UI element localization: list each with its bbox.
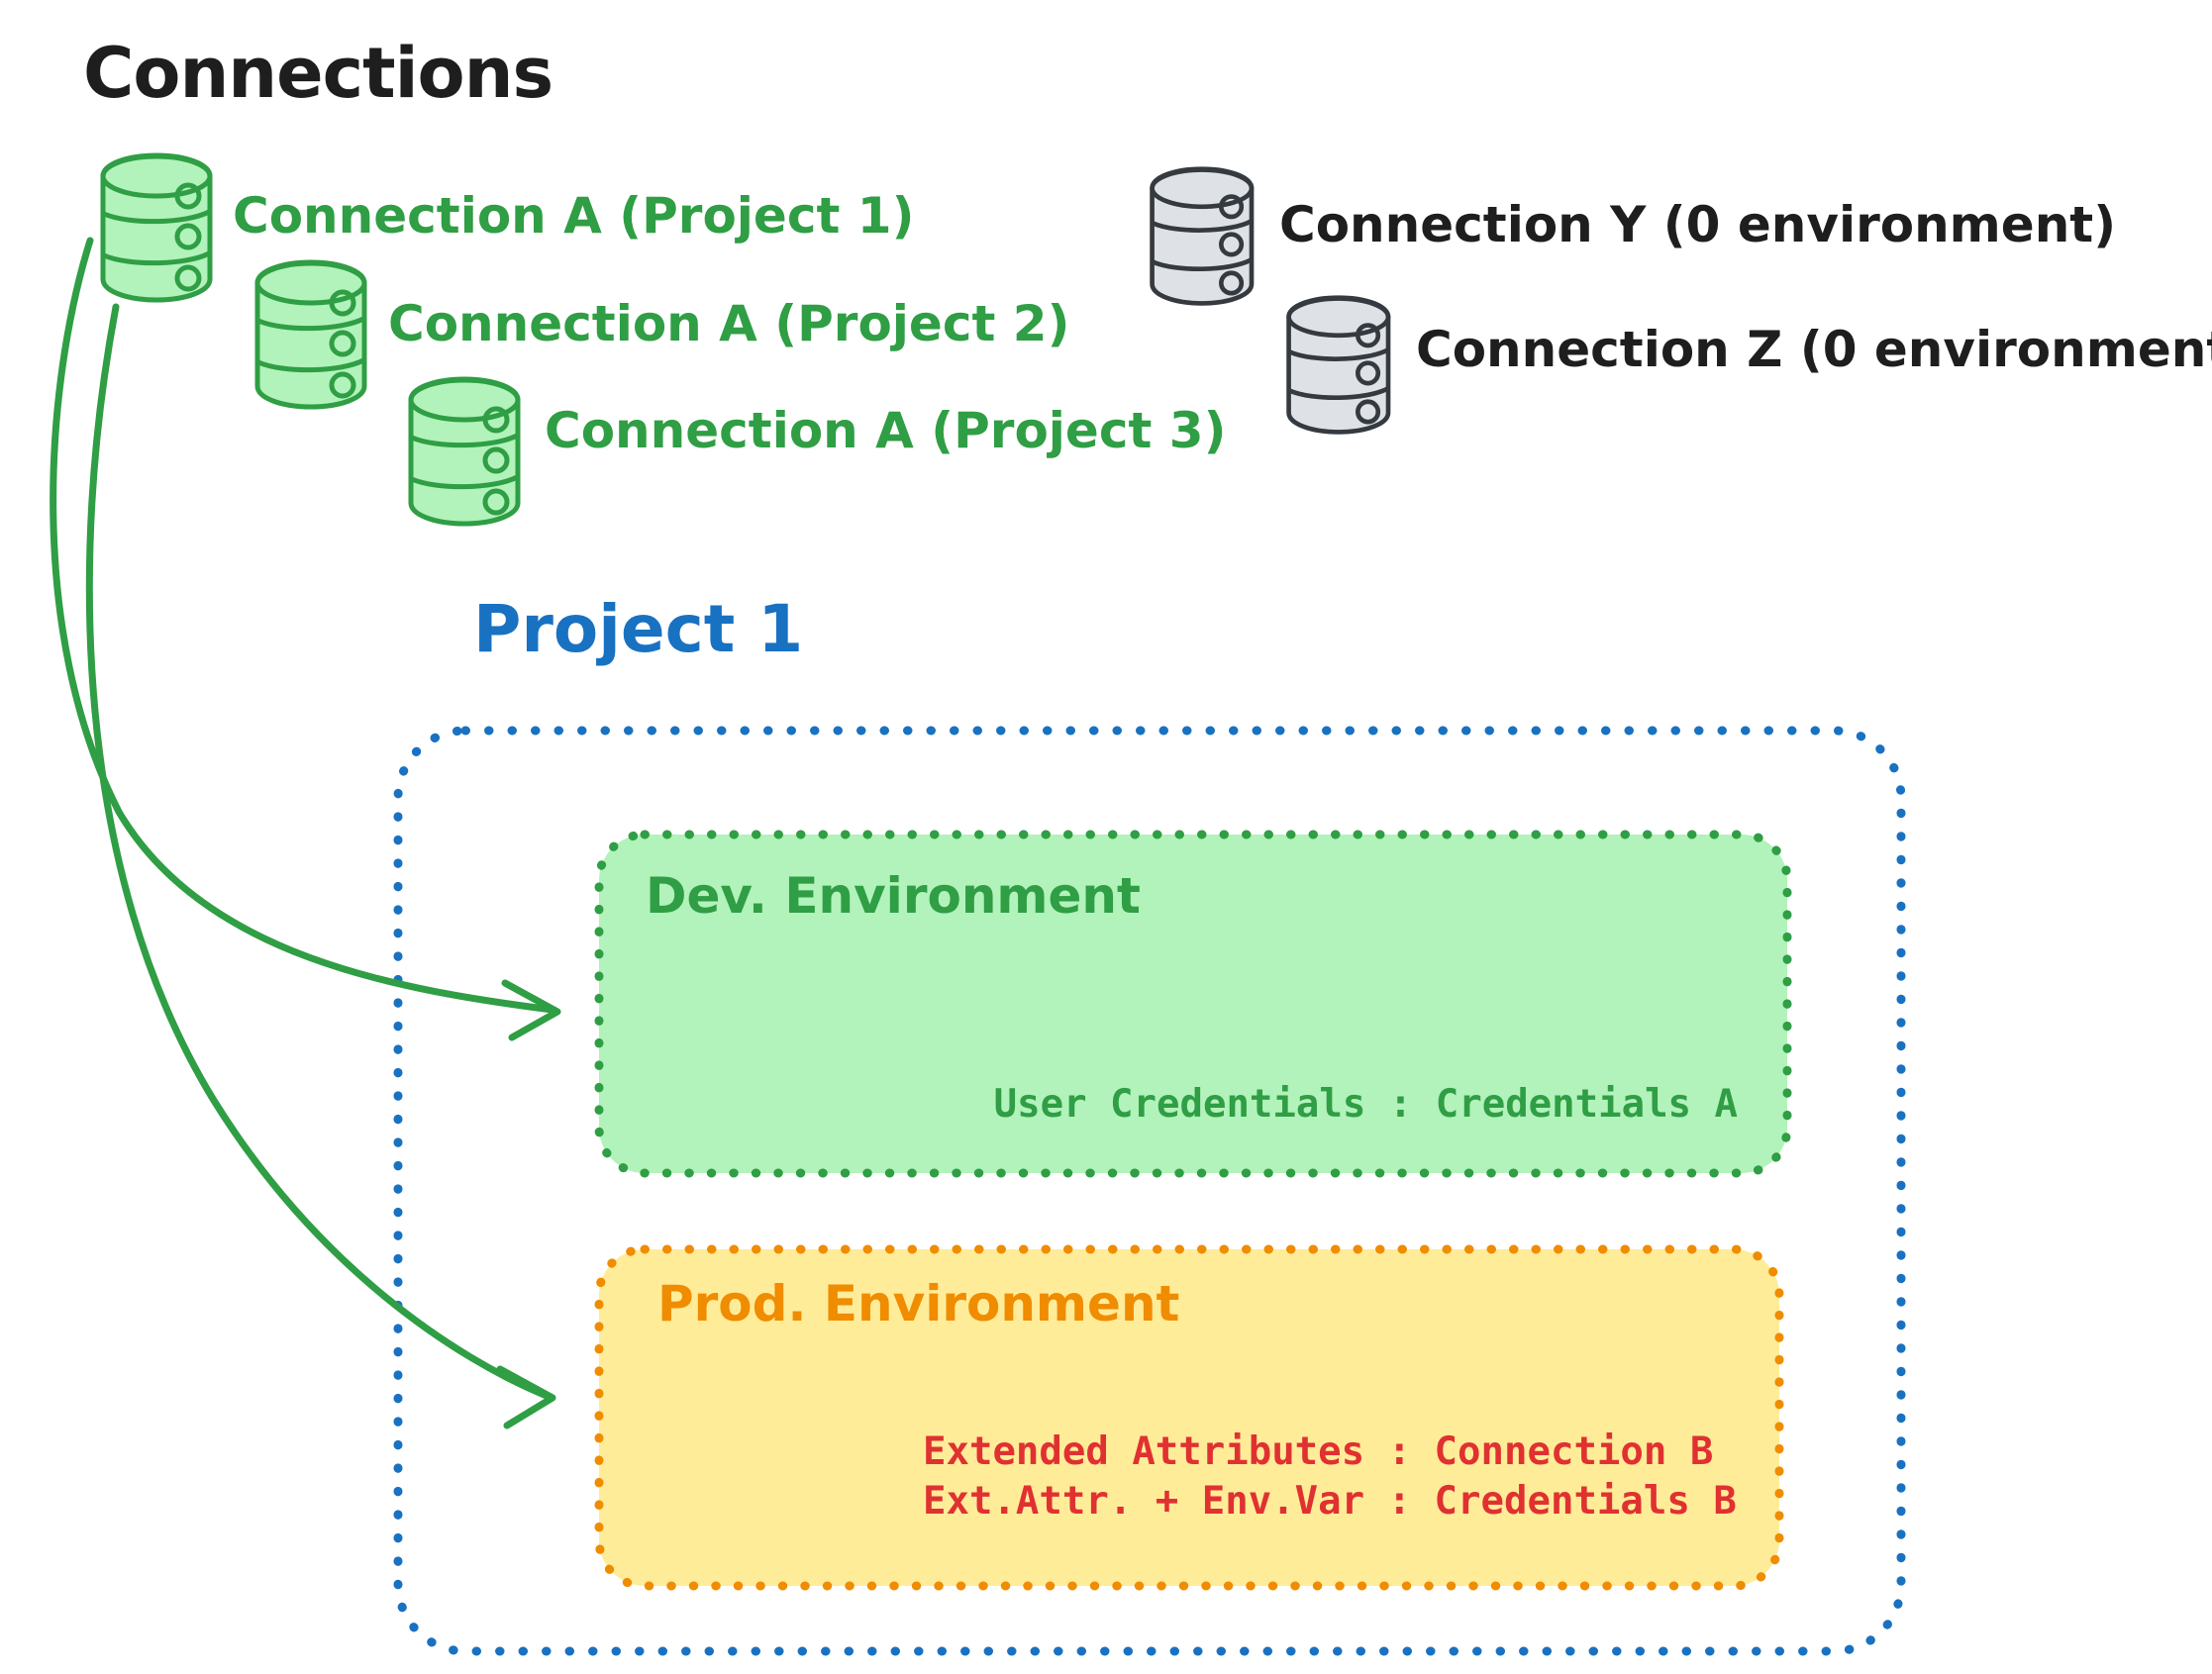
- prod-environment-title: Prod. Environment: [657, 1275, 1180, 1332]
- dev-environment-box: [594, 830, 1792, 1178]
- database-icon: [1289, 298, 1388, 433]
- connection-y-label: Connection Y (0 environment): [1279, 196, 2117, 253]
- database-icon: [257, 262, 364, 407]
- prod-environment-box: [594, 1244, 1784, 1591]
- connection-a-project-3-label: Connection A (Project 3): [545, 402, 1227, 459]
- prod-ext-attr-env-var-line: Ext.Attr. + Env.Var : Credentials B: [923, 1479, 1737, 1524]
- arrow-to-dev-environment: [50, 237, 561, 1041]
- dev-credentials-line: User Credentials : Credentials A: [993, 1082, 1738, 1127]
- page-title: Connections: [83, 33, 553, 114]
- database-icon: [103, 155, 210, 300]
- database-icon: [411, 379, 518, 524]
- connection-z-label: Connection Z (0 environment): [1416, 321, 2212, 378]
- connection-a-project-2-label: Connection A (Project 2): [388, 295, 1070, 352]
- project-1-title: Project 1: [473, 591, 804, 667]
- arrow-to-prod-environment: [85, 303, 556, 1429]
- prod-extended-attributes-line: Extended Attributes : Connection B: [923, 1429, 1714, 1474]
- connection-a-project-1-label: Connection A (Project 1): [233, 187, 915, 245]
- database-icon: [1153, 169, 1252, 304]
- dev-environment-title: Dev. Environment: [646, 867, 1141, 925]
- project-1-container: [393, 726, 1906, 1656]
